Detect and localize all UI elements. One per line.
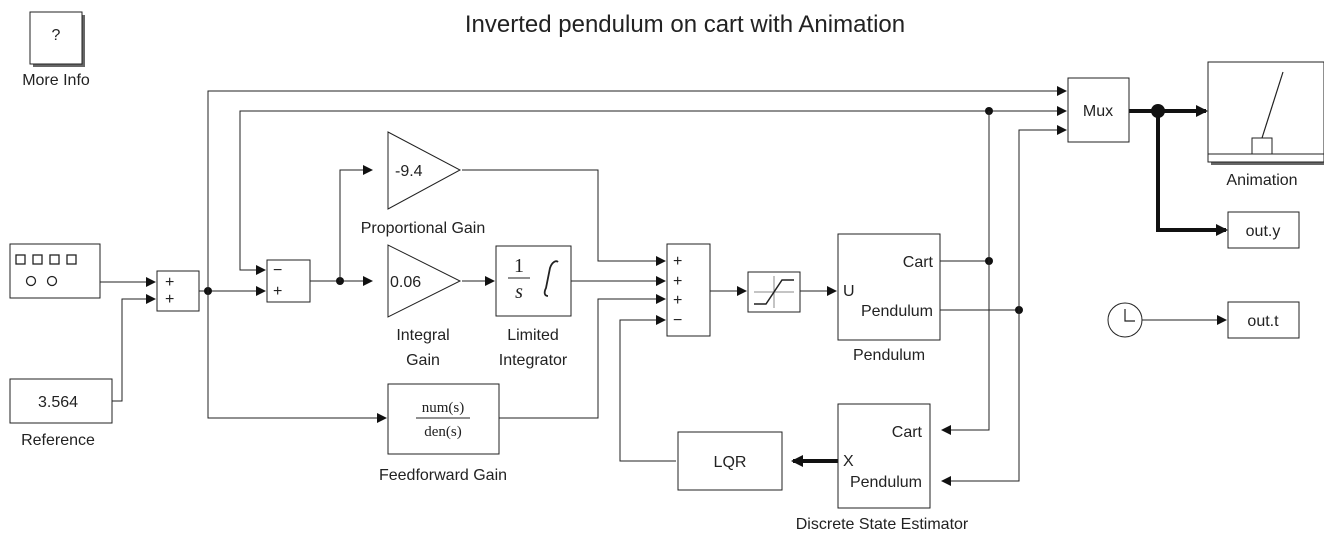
wire-pendulum-to-mux (1018, 125, 1067, 310)
wire-reference-to-sum1 (112, 294, 156, 402)
saturation-block[interactable] (747, 271, 801, 313)
integral-gain-label-1: Integral (396, 327, 449, 344)
mux-block[interactable]: Mux (1067, 77, 1130, 143)
reference-label: Reference (21, 432, 95, 449)
estimator-label: Discrete State Estimator (796, 516, 969, 533)
saturation-icon (754, 276, 794, 308)
out-y-block[interactable]: out.y (1227, 211, 1300, 249)
clock-block[interactable] (1107, 302, 1143, 338)
more-info-label: More Info (22, 72, 90, 89)
proportional-gain-label: Proportional Gain (361, 220, 486, 237)
sum2-block[interactable]: − + (266, 259, 311, 303)
discrete-state-estimator-block[interactable]: Cart X Pendulum Discrete State Estimator (796, 403, 969, 533)
integrator-label-2: Integrator (499, 352, 568, 369)
animation-label: Animation (1226, 172, 1297, 189)
sum1-sign-1: + (165, 274, 174, 291)
pendulum-label: Pendulum (853, 347, 925, 364)
feedforward-numerator: num(s) (422, 400, 465, 416)
integrator-denominator: s (515, 281, 523, 303)
lqr-block[interactable]: LQR (677, 431, 783, 491)
lqr-text: LQR (714, 454, 747, 471)
sum2-sign-2: + (273, 283, 282, 300)
wire-reference-to-mux (207, 86, 1067, 291)
wire-to-feedforward (207, 291, 387, 423)
sum1-block[interactable]: + + (156, 270, 200, 312)
feedforward-gain-block[interactable]: num(s) den(s) Feedforward Gain (379, 383, 507, 484)
wire-cart-to-estimator (941, 261, 990, 435)
sum2-sign-1: − (273, 262, 282, 279)
sum1-sign-2: + (165, 291, 174, 308)
proportional-gain-value: -9.4 (395, 163, 423, 180)
wire-pendulum-to-estimator (941, 310, 1020, 486)
wire-error-to-proportional (339, 165, 373, 281)
out-y-text: out.y (1246, 223, 1281, 240)
mux-text: Mux (1083, 103, 1113, 120)
wire-feedforward-to-sum3 (499, 294, 666, 419)
wire-lqr-to-sum3 (619, 315, 676, 462)
animation-block[interactable]: Animation (1207, 61, 1324, 189)
pendulum-port-u: U (843, 283, 855, 300)
signal-builder-block[interactable] (9, 243, 101, 299)
wire-proportional-to-sum3 (462, 169, 666, 266)
sum3-sign-1: + (673, 253, 682, 270)
signal-lines (100, 86, 1228, 486)
estimator-port-pendulum: Pendulum (850, 474, 922, 491)
sum3-block[interactable]: + + + − (666, 243, 711, 337)
sum3-sign-2: + (673, 273, 682, 290)
pendulum-block[interactable]: Cart U Pendulum Pendulum (837, 233, 941, 364)
signal-builder-icon (15, 254, 77, 287)
feedforward-denominator: den(s) (424, 424, 462, 440)
integral-gain-label-2: Gain (406, 352, 440, 369)
sum3-sign-3: + (673, 292, 682, 309)
wire-cart-to-sum2 (239, 110, 989, 275)
feedforward-label: Feedforward Gain (379, 467, 507, 484)
sum3-sign-4: − (673, 312, 682, 329)
integrator-numerator: 1 (514, 255, 524, 277)
integrator-label-1: Limited (507, 327, 559, 344)
pendulum-animation-icon (1208, 71, 1324, 155)
reference-value: 3.564 (38, 394, 78, 411)
diagram-title: Inverted pendulum on cart with Animation (465, 11, 905, 38)
integral-symbol-icon (543, 260, 559, 297)
limited-integrator-block[interactable]: 1 s Limited Integrator (495, 245, 572, 369)
integral-gain-block[interactable]: 0.06 Integral Gain (387, 244, 462, 369)
out-t-text: out.t (1247, 313, 1279, 330)
wire-mux-to-outy (1156, 111, 1228, 236)
proportional-gain-block[interactable]: -9.4 Proportional Gain (361, 131, 486, 237)
more-info-block[interactable]: ? More Info (22, 11, 90, 89)
pendulum-port-pendulum: Pendulum (861, 303, 933, 320)
reference-block[interactable]: 3.564 Reference (9, 378, 113, 449)
question-icon: ? (52, 27, 61, 44)
integral-gain-value: 0.06 (390, 274, 421, 291)
estimator-port-x: X (843, 453, 854, 470)
out-t-block[interactable]: out.t (1227, 301, 1300, 339)
pendulum-port-cart: Cart (903, 254, 934, 271)
estimator-port-cart: Cart (892, 424, 923, 441)
